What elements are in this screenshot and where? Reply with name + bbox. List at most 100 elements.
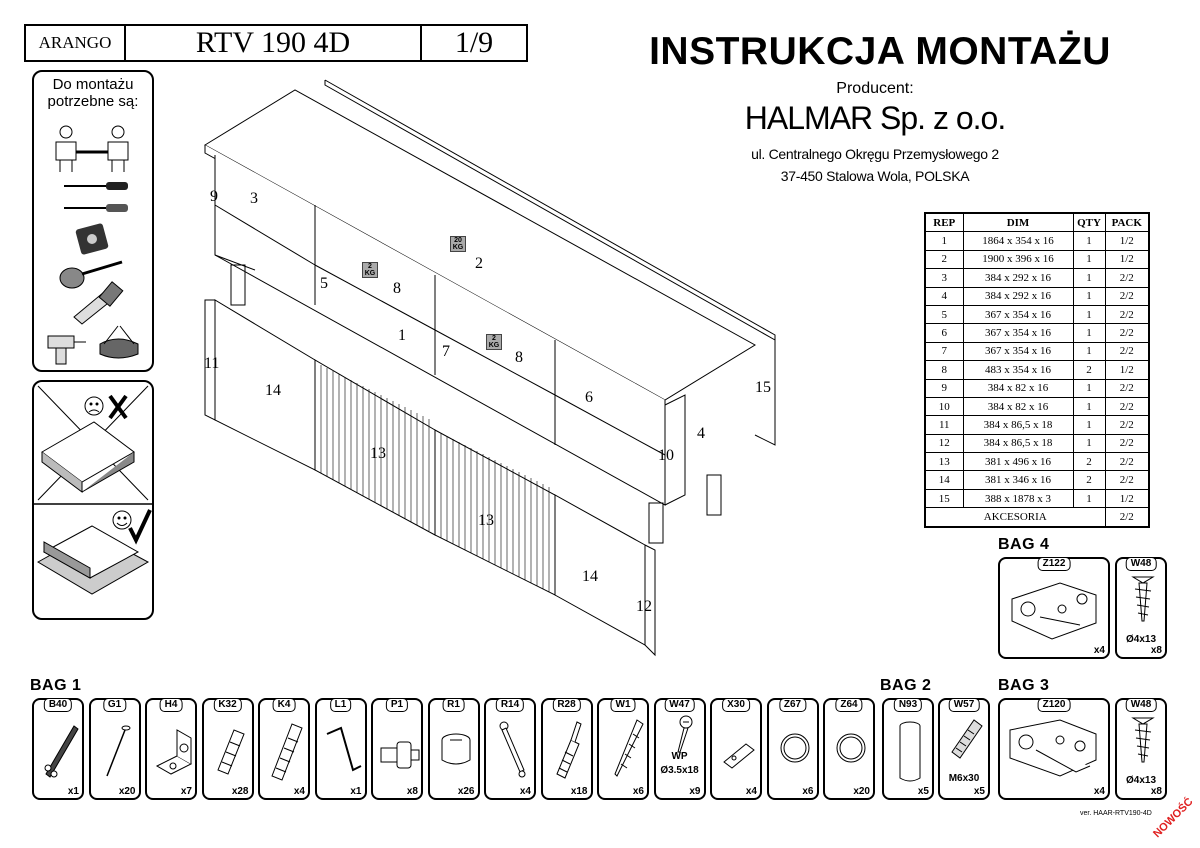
hardware-item-z120: Z120 x4 — [998, 698, 1110, 800]
cabinet-exploded-diagram — [204, 79, 776, 657]
part-label: 4 — [697, 425, 705, 442]
table-cell: 1 — [1072, 341, 1106, 362]
table-cell: 1900 x 396 x 16 — [962, 249, 1074, 270]
screw-icon — [1131, 717, 1155, 763]
safety-goggles-icon — [99, 325, 139, 359]
hardware-item-w57: W57 M6x30 x5 — [938, 698, 990, 800]
nail-icon — [105, 725, 130, 777]
hardware-code: W47 — [664, 698, 695, 712]
dowel-large-icon — [271, 723, 303, 781]
hardware-code: Z67 — [778, 698, 807, 712]
table-cell: 388 x 1878 x 3 — [962, 488, 1074, 509]
table-cell: 15 — [924, 488, 964, 509]
hardware-qty: x4 — [1093, 645, 1105, 656]
hardware-size: Ø4x13 — [1125, 634, 1157, 645]
table-cell: 367 x 354 x 16 — [962, 341, 1074, 362]
table-cell: 2/2 — [1104, 341, 1150, 362]
hardware-item-w48: W48 Ø4x13 x8 — [1115, 698, 1167, 800]
hardware-code: L1 — [329, 698, 352, 712]
hardware-qty: x1 — [67, 786, 79, 797]
hardware-size: Ø3.5x18 — [660, 765, 699, 776]
hardware-qty: x9 — [689, 786, 701, 797]
table-footer-row: AKCESORIA 2/2 — [924, 507, 1150, 528]
table-cell: 1 — [1072, 249, 1106, 270]
part-label: 14 — [265, 382, 281, 399]
hardware-code: Z122 — [1037, 557, 1071, 571]
weight-value: 20 — [454, 237, 462, 244]
producer-label: Producent: — [836, 80, 914, 97]
table-cell: 2/2 — [1104, 268, 1150, 288]
hardware-code: W48 — [1125, 557, 1157, 571]
tools-illustration — [47, 125, 139, 365]
table-cell: 1 — [1072, 396, 1106, 417]
table-cell: 2 — [1072, 452, 1106, 472]
bracket-icon — [155, 729, 193, 775]
table-cell: 2/2 — [1104, 378, 1150, 398]
page-number: 1/9 — [420, 24, 528, 62]
hardware-code: W48 — [1125, 698, 1157, 712]
smile-face-icon — [112, 510, 132, 530]
part-label: 14 — [582, 568, 598, 585]
tape-measure-icon — [75, 223, 109, 255]
table-cell: 384 x 82 x 16 — [962, 378, 1074, 398]
table-header-row: REP DIM QTY PACK — [924, 212, 1150, 233]
table-cell: 384 x 292 x 16 — [962, 286, 1074, 306]
cross-mark-icon — [108, 394, 128, 420]
table-cell: 384 x 82 x 16 — [962, 396, 1074, 417]
table-cell: 2/2 — [1104, 415, 1150, 435]
long-screw-icon — [614, 719, 644, 777]
brand-name: ARANGO — [24, 24, 126, 62]
weight-unit: KG — [452, 244, 464, 251]
address-line-2: 37-450 Stalowa Wola, POLSKA — [780, 168, 970, 184]
mallet-icon — [59, 260, 123, 289]
table-cell: 2/2 — [1104, 470, 1150, 490]
table-cell: 1864 x 354 x 16 — [962, 231, 1074, 251]
table-cell: 1/2 — [1104, 360, 1150, 380]
part-label: 12 — [636, 598, 652, 615]
hardware-size: M6x30 — [948, 773, 980, 784]
company-name: HALMAR Sp. z o.o. — [744, 100, 1006, 136]
table-cell: 13 — [924, 452, 964, 472]
part-label: 9 — [210, 188, 218, 205]
weight-unit: KG — [488, 342, 500, 349]
table-cell: 1 — [1072, 323, 1106, 343]
hardware-qty: x28 — [231, 786, 249, 797]
handling-warning-panel — [32, 380, 154, 620]
part-label: 10 — [658, 447, 674, 464]
phillips-screwdriver-icon — [64, 182, 128, 190]
table-cell: 2/2 — [1104, 323, 1150, 343]
screw-icon — [1131, 576, 1155, 622]
hardware-code: R14 — [495, 698, 525, 712]
accessories-label: AKCESORIA — [924, 507, 1106, 528]
hardware-code: P1 — [385, 698, 409, 712]
table-cell: 1/2 — [1104, 249, 1150, 270]
connector-bolt-icon — [499, 721, 526, 778]
hardware-code: Z120 — [1037, 698, 1071, 712]
allen-key-icon — [44, 725, 79, 778]
part-label: 6 — [585, 389, 593, 406]
table-cell: 9 — [924, 378, 964, 398]
part-label: 11 — [204, 355, 220, 372]
table-cell: 1/2 — [1104, 231, 1150, 251]
hardware-qty: x4 — [1093, 786, 1105, 797]
handling-illustration — [34, 385, 152, 595]
cam-bolt-icon — [555, 721, 582, 779]
check-mark-icon — [128, 509, 152, 545]
hardware-qty: x5 — [917, 786, 929, 797]
weight-unit: KG — [364, 270, 376, 277]
table-cell: 2 — [924, 249, 964, 270]
hardware-qty: x4 — [745, 786, 757, 797]
tools-panel: Do montażu potrzebne są: — [32, 70, 154, 372]
bag-2-label: BAG 2 — [880, 677, 932, 694]
table-cell: 367 x 354 x 16 — [962, 323, 1074, 343]
hardware-code: R28 — [552, 698, 581, 712]
